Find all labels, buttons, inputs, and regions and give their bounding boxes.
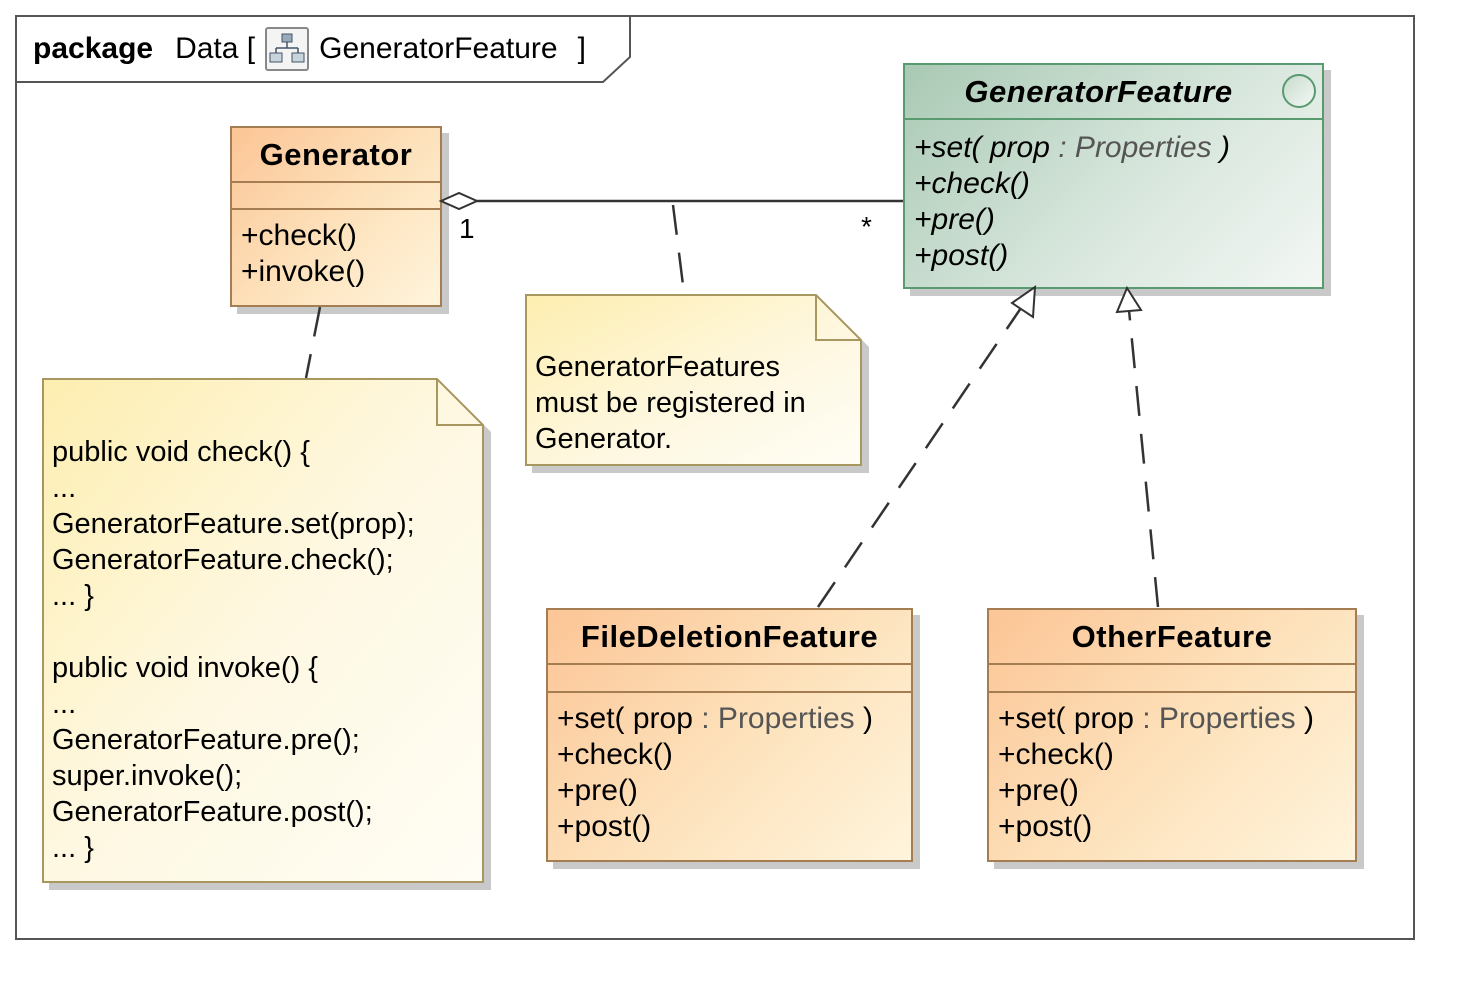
note-line: ... (52, 472, 77, 504)
operation-post: +post() (998, 810, 1093, 843)
note-line: super.invoke(); (52, 760, 243, 792)
multiplicity-generator-end: 1 (459, 213, 475, 244)
operations-compartment: +set( prop : Properties ) +check() +pre(… (989, 693, 1355, 845)
package-frame-header: package Data [ GeneratorFeature ] (15, 15, 618, 82)
operation-set: +set( prop : Properties ) (914, 131, 1230, 164)
note-line: GeneratorFeature.set(prop); (52, 508, 415, 540)
operation-post: +post() (914, 239, 1009, 272)
attributes-compartment (232, 183, 440, 210)
operation-pre: +pre() (914, 203, 995, 236)
note-line: must be registered in (535, 387, 806, 419)
note-line: ... (52, 688, 77, 720)
class-file-deletion-feature[interactable]: FileDeletionFeature +set( prop : Propert… (546, 608, 913, 862)
operation-post: +post() (557, 810, 652, 843)
note-shape (42, 378, 491, 890)
attributes-compartment (548, 665, 911, 693)
note-line: GeneratorFeature.post(); (52, 796, 373, 828)
class-name: FileDeletionFeature (548, 610, 911, 665)
note-line (52, 614, 484, 650)
frame-bracket-close: ] (577, 31, 586, 65)
operations-compartment: +set( prop : Properties ) +check() +pre(… (905, 120, 1322, 274)
attributes-compartment (989, 665, 1355, 693)
class-other-feature[interactable]: OtherFeature +set( prop : Properties ) +… (987, 608, 1357, 862)
class-name: Generator (232, 128, 440, 183)
interface-circle-icon (1282, 74, 1316, 108)
note-registration[interactable]: GeneratorFeatures must be registered in … (525, 294, 869, 473)
frame-diagram-name: GeneratorFeature (319, 31, 558, 65)
operation-pre: +pre() (557, 774, 638, 807)
package-diagram-icon (265, 26, 310, 71)
note-line: GeneratorFeature.check(); (52, 544, 394, 576)
note-line: ... } (52, 580, 94, 612)
operations-compartment: +set( prop : Properties ) +check() +pre(… (548, 693, 911, 845)
interface-generator-feature[interactable]: GeneratorFeature +set( prop : Properties… (903, 63, 1324, 289)
note-registration-text: GeneratorFeatures must be registered in … (525, 294, 862, 457)
note-line: public void check() { (52, 436, 310, 468)
note-line: Generator. (535, 423, 673, 455)
note-line: GeneratorFeatures (535, 351, 781, 383)
frame-package-name: Data [ (175, 31, 256, 65)
note-shape (525, 294, 869, 473)
operation-set: +set( prop : Properties ) (557, 702, 873, 735)
note-code[interactable]: public void check() { ... GeneratorFeatu… (42, 378, 491, 890)
note-line: ... } (52, 832, 94, 864)
operation-check: +check() (998, 738, 1114, 771)
operation-set: +set( prop : Properties ) (998, 702, 1314, 735)
frame-keyword: package (33, 31, 154, 65)
operation-check: +check() (914, 167, 1030, 200)
class-generator[interactable]: Generator +check() +invoke() (230, 126, 442, 307)
operation: +invoke() (241, 255, 366, 288)
class-name: OtherFeature (989, 610, 1355, 665)
multiplicity-feature-end: * (861, 211, 872, 242)
note-line: GeneratorFeature.pre(); (52, 724, 360, 756)
operation-check: +check() (557, 738, 673, 771)
note-code-text: public void check() { ... GeneratorFeatu… (42, 378, 484, 866)
note-line: public void invoke() { (52, 652, 318, 684)
operations-compartment: +check() +invoke() (232, 210, 440, 290)
operation-pre: +pre() (998, 774, 1079, 807)
operation: +check() (241, 219, 357, 252)
class-name: GeneratorFeature (905, 65, 1322, 120)
